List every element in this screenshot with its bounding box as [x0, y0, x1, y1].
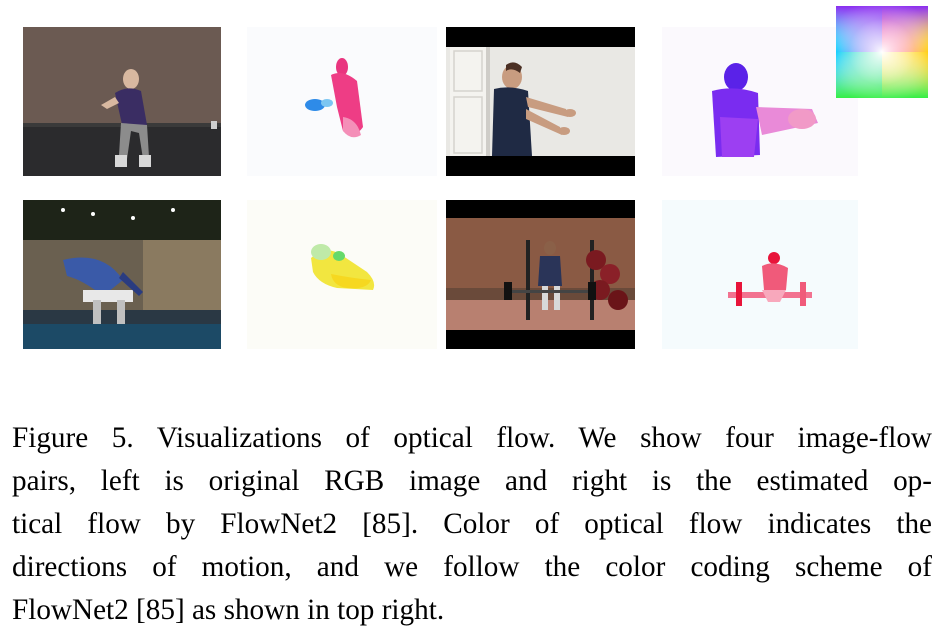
- optical-flow-squat: [247, 27, 437, 176]
- rgb-frame-wall-push: [446, 27, 635, 176]
- caption-line: Figure 5. Visualizations of optical flow…: [12, 422, 932, 454]
- rgb-frame-gymnast: [23, 200, 221, 349]
- caption-line: pairs, left is original RGB image and ri…: [12, 465, 932, 497]
- caption-line: tical flow by FlowNet2 [85]. Color of op…: [12, 508, 932, 540]
- optical-flow-wall-push: [662, 27, 858, 176]
- rgb-frame-squat: [23, 27, 221, 176]
- figure-caption: Figure 5. Visualizations of optical flow…: [12, 417, 932, 632]
- caption-line: directions of motion, and we follow the …: [12, 551, 932, 583]
- color-coding-wheel: [836, 6, 928, 98]
- rgb-frame-weightlifter: [446, 200, 635, 349]
- optical-flow-gymnast: [247, 200, 437, 349]
- optical-flow-weightlifter: [662, 200, 858, 349]
- caption-line: FlowNet2 [85] as shown in top right.: [12, 594, 445, 626]
